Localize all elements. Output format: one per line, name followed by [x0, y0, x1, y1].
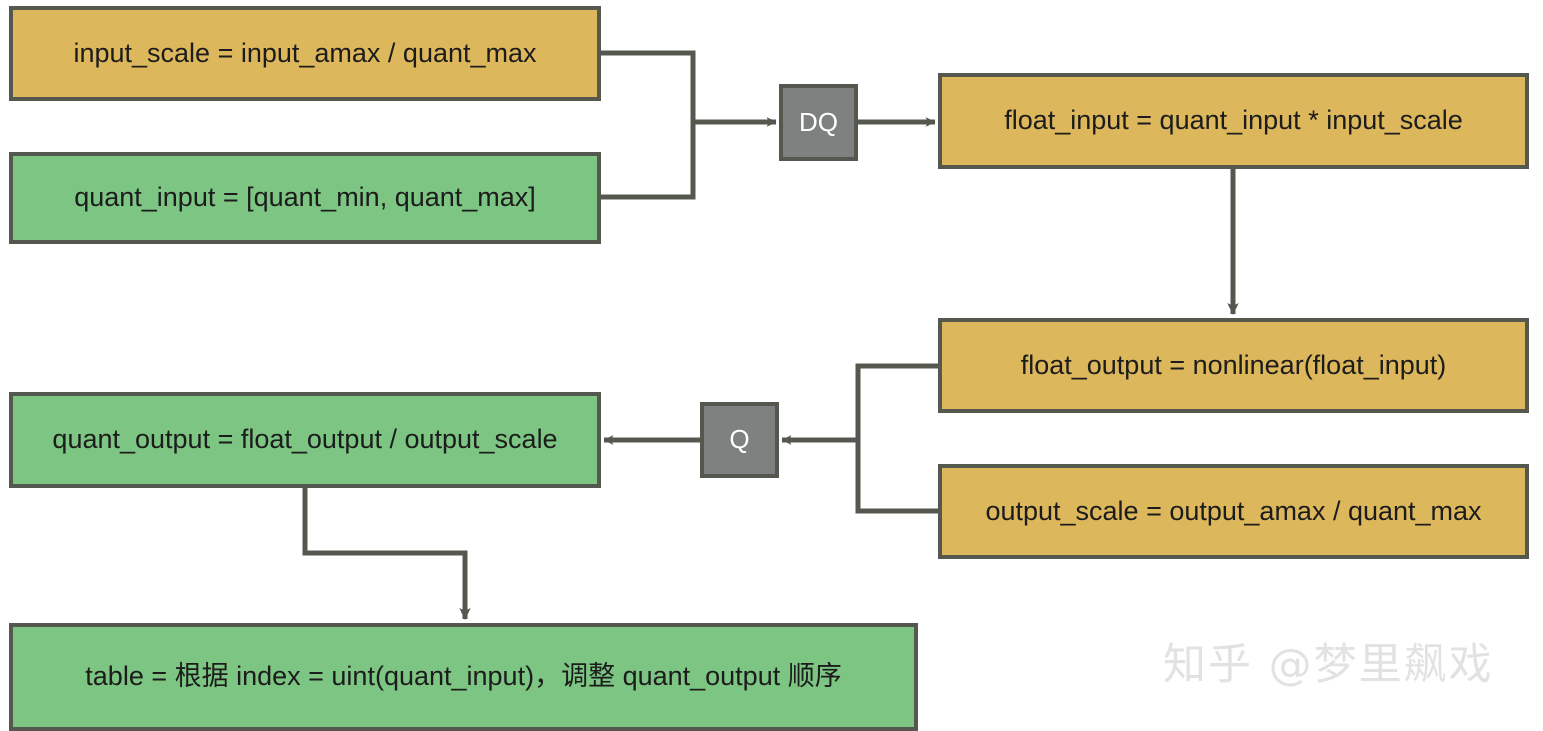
node-float-output[interactable]: float_output = nonlinear(float_input): [938, 318, 1529, 413]
node-float-input-label: float_input = quant_input * input_scale: [1004, 105, 1463, 136]
node-float-output-label: float_output = nonlinear(float_input): [1020, 349, 1447, 380]
node-output-scale-label: output_scale = output_amax / quant_max: [985, 495, 1482, 526]
node-dq-op[interactable]: DQ: [779, 84, 858, 161]
watermark: 知乎 @梦里飙戏: [1163, 640, 1494, 690]
node-float-input[interactable]: float_input = quant_input * input_scale: [938, 73, 1529, 169]
node-table[interactable]: table = 根据 index = uint(quant_input)，调整 …: [9, 623, 918, 731]
edge-quant-input-to-dq: [601, 122, 696, 200]
node-output-scale[interactable]: output_scale = output_amax / quant_max: [938, 464, 1529, 559]
node-input-scale[interactable]: input_scale = input_amax / quant_max: [9, 6, 601, 101]
edge-output-scale-to-q: [855, 440, 938, 514]
node-q-label: Q: [729, 424, 750, 455]
node-quant-output-label: quant_output = float_output / output_sca…: [52, 424, 558, 455]
node-quant-output[interactable]: quant_output = float_output / output_sca…: [9, 392, 601, 488]
node-dq-label: DQ: [799, 106, 838, 137]
node-q-op[interactable]: Q: [700, 402, 779, 478]
edge-quant-output-to-table: [302, 488, 471, 620]
node-quant-input-label: quant_input = [quant_min, quant_max]: [74, 182, 536, 213]
node-quant-input[interactable]: quant_input = [quant_min, quant_max]: [9, 152, 601, 244]
edge-float-output-to-q: [855, 363, 938, 440]
edge-input-scale-to-dq: [601, 50, 696, 122]
node-table-label: table = 根据 index = uint(quant_input)，调整 …: [85, 661, 842, 692]
node-input-scale-label: input_scale = input_amax / quant_max: [73, 37, 537, 68]
